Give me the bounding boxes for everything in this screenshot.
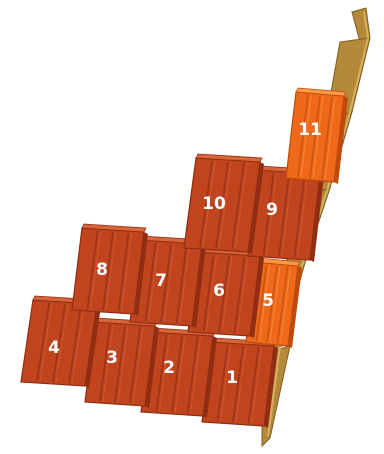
tile-label-10: 10 xyxy=(202,194,226,214)
tile-label-4: 4 xyxy=(48,338,60,358)
tile-label-11: 11 xyxy=(298,120,322,140)
tile-label-2: 2 xyxy=(163,358,175,378)
tile-label-7: 7 xyxy=(155,271,167,291)
tile-label-8: 8 xyxy=(96,260,108,280)
tile-label-3: 3 xyxy=(106,348,118,368)
tile-label-9: 9 xyxy=(266,200,278,220)
roof-tile-8 xyxy=(72,224,148,316)
tile-label-5: 5 xyxy=(262,291,274,311)
tile-label-1: 1 xyxy=(226,368,238,388)
tile-label-6: 6 xyxy=(213,281,225,301)
